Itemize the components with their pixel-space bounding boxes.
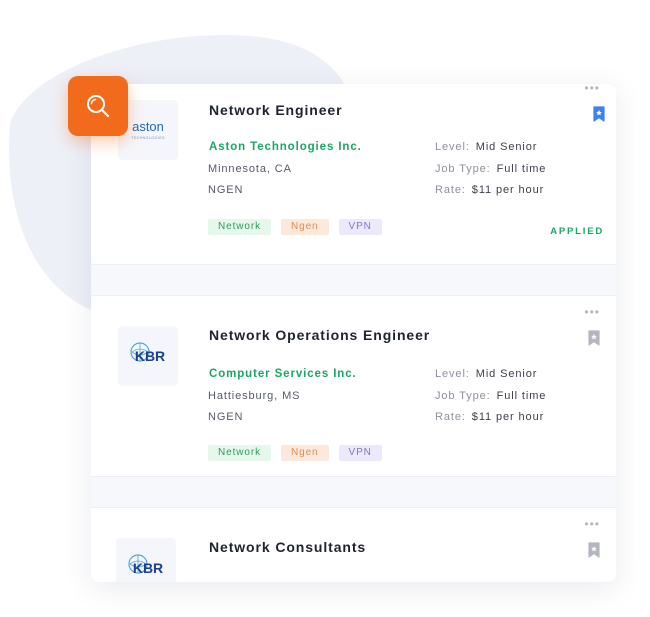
more-options-icon[interactable]: ••• — [584, 84, 600, 95]
tag-vpn[interactable]: VPN — [338, 219, 382, 235]
bookmark-icon[interactable] — [588, 542, 600, 558]
svg-text:KBR: KBR — [133, 560, 163, 576]
more-options-icon[interactable]: ••• — [584, 517, 600, 531]
search-button[interactable] — [68, 76, 128, 136]
bookmark-icon[interactable] — [593, 106, 605, 122]
more-options-icon[interactable]: ••• — [584, 305, 600, 319]
company-logo-aston: aston TECHNOLOGIES — [118, 100, 178, 160]
job-card[interactable]: KBR Network Operations Engineer Computer… — [91, 296, 616, 476]
tag-ngen[interactable]: Ngen — [280, 219, 329, 235]
kbr-logo-icon: KBR — [128, 554, 163, 576]
company-name[interactable]: Aston Technologies Inc. — [209, 141, 362, 153]
job-card[interactable]: aston TECHNOLOGIES Network Engineer Asto… — [91, 84, 616, 264]
job-code: NGEN — [208, 411, 244, 423]
job-tags: Network Ngen VPN — [208, 219, 382, 235]
svg-text:aston: aston — [132, 119, 164, 134]
job-type: Job Type:Full time — [435, 390, 547, 402]
job-title[interactable]: Network Consultants — [209, 539, 367, 555]
job-title[interactable]: Network Engineer — [209, 102, 343, 118]
job-title[interactable]: Network Operations Engineer — [209, 327, 431, 343]
tag-ngen[interactable]: Ngen — [280, 445, 329, 461]
bookmark-icon[interactable] — [588, 330, 600, 346]
tag-vpn[interactable]: VPN — [338, 445, 382, 461]
job-rate: Rate:$11 per hour — [435, 184, 545, 196]
job-level: Level:Mid Senior — [435, 141, 538, 153]
job-rate: Rate:$11 per hour — [435, 411, 545, 423]
search-icon — [87, 95, 110, 118]
job-card[interactable]: KBR Network Consultants ••• — [91, 508, 616, 582]
company-logo-kbr: KBR — [118, 326, 178, 386]
company-logo-kbr: KBR — [116, 538, 176, 582]
svg-text:TECHNOLOGIES: TECHNOLOGIES — [131, 136, 165, 140]
tag-network[interactable]: Network — [208, 445, 271, 461]
job-code: NGEN — [208, 184, 244, 196]
card-divider — [91, 264, 616, 296]
tag-network[interactable]: Network — [208, 219, 271, 235]
job-type: Job Type:Full time — [435, 163, 547, 175]
job-list-panel: aston TECHNOLOGIES Network Engineer Asto… — [91, 84, 616, 582]
aston-logo-icon: aston TECHNOLOGIES — [131, 119, 165, 140]
job-level: Level:Mid Senior — [435, 368, 538, 380]
job-location: Hattiesburg, MS — [208, 390, 301, 402]
company-name[interactable]: Computer Services Inc. — [209, 368, 357, 380]
card-divider — [91, 476, 616, 508]
kbr-logo-icon: KBR — [130, 342, 165, 364]
job-location: Minnesota, CA — [208, 163, 292, 175]
svg-text:KBR: KBR — [135, 348, 165, 364]
job-tags: Network Ngen VPN — [208, 445, 382, 461]
applied-status-badge: APPLIED — [550, 226, 604, 237]
